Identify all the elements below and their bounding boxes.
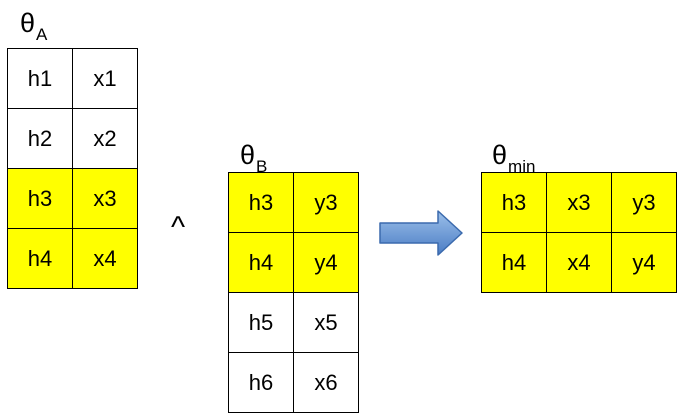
table-cell: x3 bbox=[546, 172, 612, 233]
table-cell: h3 bbox=[481, 172, 547, 233]
theta-min-table: h3 x3 y3 h4 x4 y4 bbox=[481, 172, 677, 293]
table-row: h3 y3 bbox=[228, 172, 359, 233]
theta-min-label: θmin bbox=[492, 140, 535, 177]
theta-b-label: θB bbox=[240, 140, 267, 177]
table-row: h4 x4 y4 bbox=[481, 232, 677, 293]
table-cell: x2 bbox=[72, 108, 138, 169]
theta-a-subscript: A bbox=[36, 25, 48, 44]
table-row: h6 x6 bbox=[228, 352, 359, 413]
table-cell: y4 bbox=[293, 232, 359, 293]
theta-b-table: h3 y3 h4 y4 h5 x5 h6 x6 bbox=[228, 172, 359, 413]
table-row: h5 x5 bbox=[228, 292, 359, 353]
theta-a-table: h1 x1 h2 x2 h3 x3 h4 x4 bbox=[7, 48, 138, 289]
table-cell: x1 bbox=[72, 48, 138, 109]
table-row: h4 x4 bbox=[7, 228, 138, 289]
table-cell: x5 bbox=[293, 292, 359, 353]
table-cell: x4 bbox=[546, 232, 612, 293]
theta-a-label: θA bbox=[20, 8, 47, 45]
table-row: h1 x1 bbox=[7, 48, 138, 109]
table-cell: x3 bbox=[72, 168, 138, 229]
table-row: h3 x3 y3 bbox=[481, 172, 677, 233]
table-cell: y3 bbox=[293, 172, 359, 233]
theta-b-symbol: θ bbox=[240, 140, 256, 170]
table-cell: y3 bbox=[611, 172, 677, 233]
table-cell: h5 bbox=[228, 292, 294, 353]
table-cell: x4 bbox=[72, 228, 138, 289]
theta-a-symbol: θ bbox=[20, 8, 36, 38]
theta-min-subscript: min bbox=[508, 157, 536, 176]
table-cell: x6 bbox=[293, 352, 359, 413]
right-arrow-icon bbox=[379, 210, 463, 256]
table-cell: h4 bbox=[7, 228, 73, 289]
table-cell: y4 bbox=[611, 232, 677, 293]
table-row: h4 y4 bbox=[228, 232, 359, 293]
table-cell: h6 bbox=[228, 352, 294, 413]
table-cell: h2 bbox=[7, 108, 73, 169]
table-cell: h4 bbox=[228, 232, 294, 293]
table-cell: h1 bbox=[7, 48, 73, 109]
table-row: h3 x3 bbox=[7, 168, 138, 229]
theta-min-symbol: θ bbox=[492, 140, 508, 170]
intersection-operator: ^ bbox=[171, 211, 186, 244]
table-cell: h3 bbox=[228, 172, 294, 233]
table-row: h2 x2 bbox=[7, 108, 138, 169]
table-cell: h4 bbox=[481, 232, 547, 293]
theta-b-subscript: B bbox=[256, 157, 268, 176]
table-cell: h3 bbox=[7, 168, 73, 229]
